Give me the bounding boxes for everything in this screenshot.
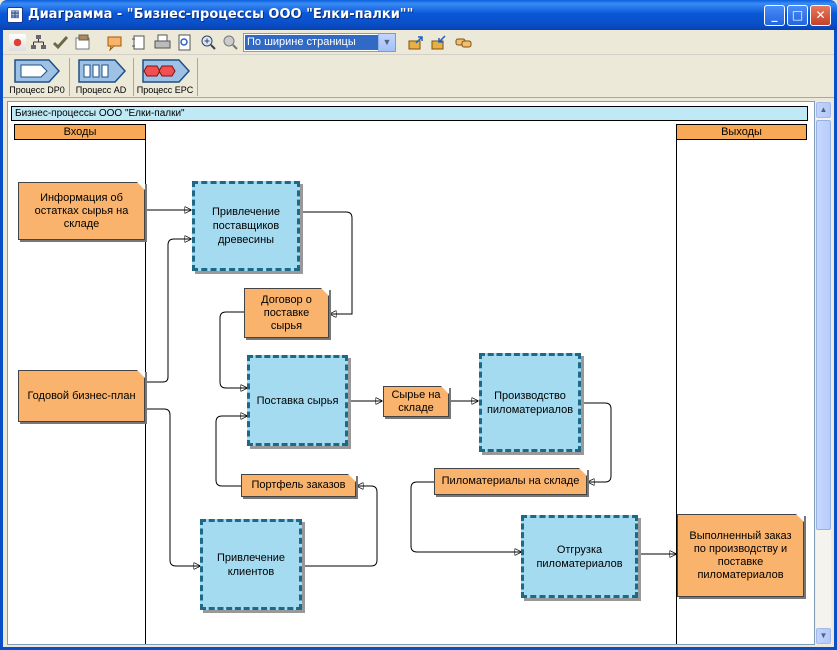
process-clients[interactable]: Привлечение клиентов [200, 519, 302, 610]
process-suppliers[interactable]: Привлечение поставщиков древесины [192, 181, 300, 271]
window-title: Диаграмма - "Бизнес-процессы ООО "Елки-п… [28, 7, 414, 22]
link-icon[interactable] [455, 34, 472, 51]
input-annual-plan[interactable]: Годовой бизнес-план [18, 370, 145, 422]
lane-inputs-header[interactable]: Входы [14, 124, 146, 140]
scroll-down-icon[interactable]: ▼ [816, 628, 831, 644]
process-supply[interactable]: Поставка сырья [247, 355, 348, 446]
hierarchy-icon[interactable] [30, 34, 47, 51]
connector [145, 408, 200, 566]
process-ad-icon [78, 59, 127, 83]
process-ad-button[interactable]: Процесс AD [71, 57, 131, 97]
process-dp0-button[interactable]: Процесс DP0 [7, 57, 67, 97]
chevron-down-icon[interactable]: ▼ [378, 34, 395, 51]
window-frame [0, 30, 837, 650]
process-dp0-icon [14, 59, 61, 83]
output-completed-order[interactable]: Выполненный заказ по производству и пост… [677, 514, 804, 597]
doc-contract[interactable]: Договор о поставке сырья [244, 288, 329, 338]
import-icon[interactable] [431, 34, 448, 51]
page-icon[interactable] [130, 34, 147, 51]
doc-orders[interactable]: Портфель заказов [241, 474, 356, 497]
process-epc-button[interactable]: Процесс EPC [135, 57, 195, 97]
process-epc-label: Процесс EPC [136, 85, 194, 95]
zoom-select[interactable]: По ширине страницы ▼ [243, 33, 396, 52]
connector [303, 486, 378, 567]
maximize-button[interactable]: □ [787, 5, 808, 26]
print-preview-icon[interactable] [176, 34, 193, 51]
connector [145, 239, 191, 383]
zoom-out-icon[interactable] [222, 34, 239, 51]
comment-icon[interactable] [106, 34, 123, 52]
process-toolbar: Процесс DP0 Процесс AD Процесс EPC [3, 56, 834, 98]
diagram-doc-icon: ▦ [7, 7, 23, 23]
scrollbar-thumb[interactable] [816, 120, 831, 530]
print-icon[interactable] [154, 34, 171, 51]
diagram-header[interactable]: Бизнес-процессы ООО "Елки-палки" [11, 106, 808, 121]
process-ad-label: Процесс AD [75, 85, 127, 95]
vertical-scrollbar[interactable]: ▲ ▼ [815, 101, 832, 645]
lane-outputs-border [676, 140, 677, 644]
toolbar-separator [133, 58, 134, 96]
doc-lumber-stock[interactable]: Пиломатериалы на складе [434, 468, 587, 495]
title-bar[interactable]: ▦ Диаграмма - "Бизнес-процессы ООО "Елки… [0, 0, 837, 30]
connector [219, 311, 247, 388]
toolbar-separator [197, 58, 198, 96]
zoom-select-value: По ширине страницы [245, 35, 378, 50]
input-stock-info[interactable]: Информация об остатках сырья на складе [18, 182, 145, 240]
process-epc-icon [142, 59, 191, 83]
check-icon[interactable] [52, 34, 69, 51]
lane-inputs-border [145, 140, 146, 644]
minimize-button[interactable]: _ [764, 5, 785, 26]
zoom-in-icon[interactable] [200, 34, 217, 51]
scroll-up-icon[interactable]: ▲ [816, 102, 831, 118]
doc-raw-stock[interactable]: Сырье на складе [383, 386, 449, 417]
export-icon[interactable] [408, 34, 425, 51]
main-toolbar [3, 30, 834, 55]
process-shipment[interactable]: Отгрузка пиломатериалов [521, 515, 638, 598]
process-production[interactable]: Производство пиломатериалов [479, 353, 581, 452]
delete-icon[interactable] [9, 34, 26, 51]
properties-icon[interactable] [74, 34, 91, 51]
close-button[interactable]: ✕ [810, 5, 831, 26]
process-dp0-label: Процесс DP0 [9, 85, 65, 95]
diagram-canvas[interactable]: Бизнес-процессы ООО "Елки-палки" Входы В… [7, 101, 815, 645]
lane-outputs-header[interactable]: Выходы [676, 124, 807, 140]
toolbar-separator [69, 58, 70, 96]
